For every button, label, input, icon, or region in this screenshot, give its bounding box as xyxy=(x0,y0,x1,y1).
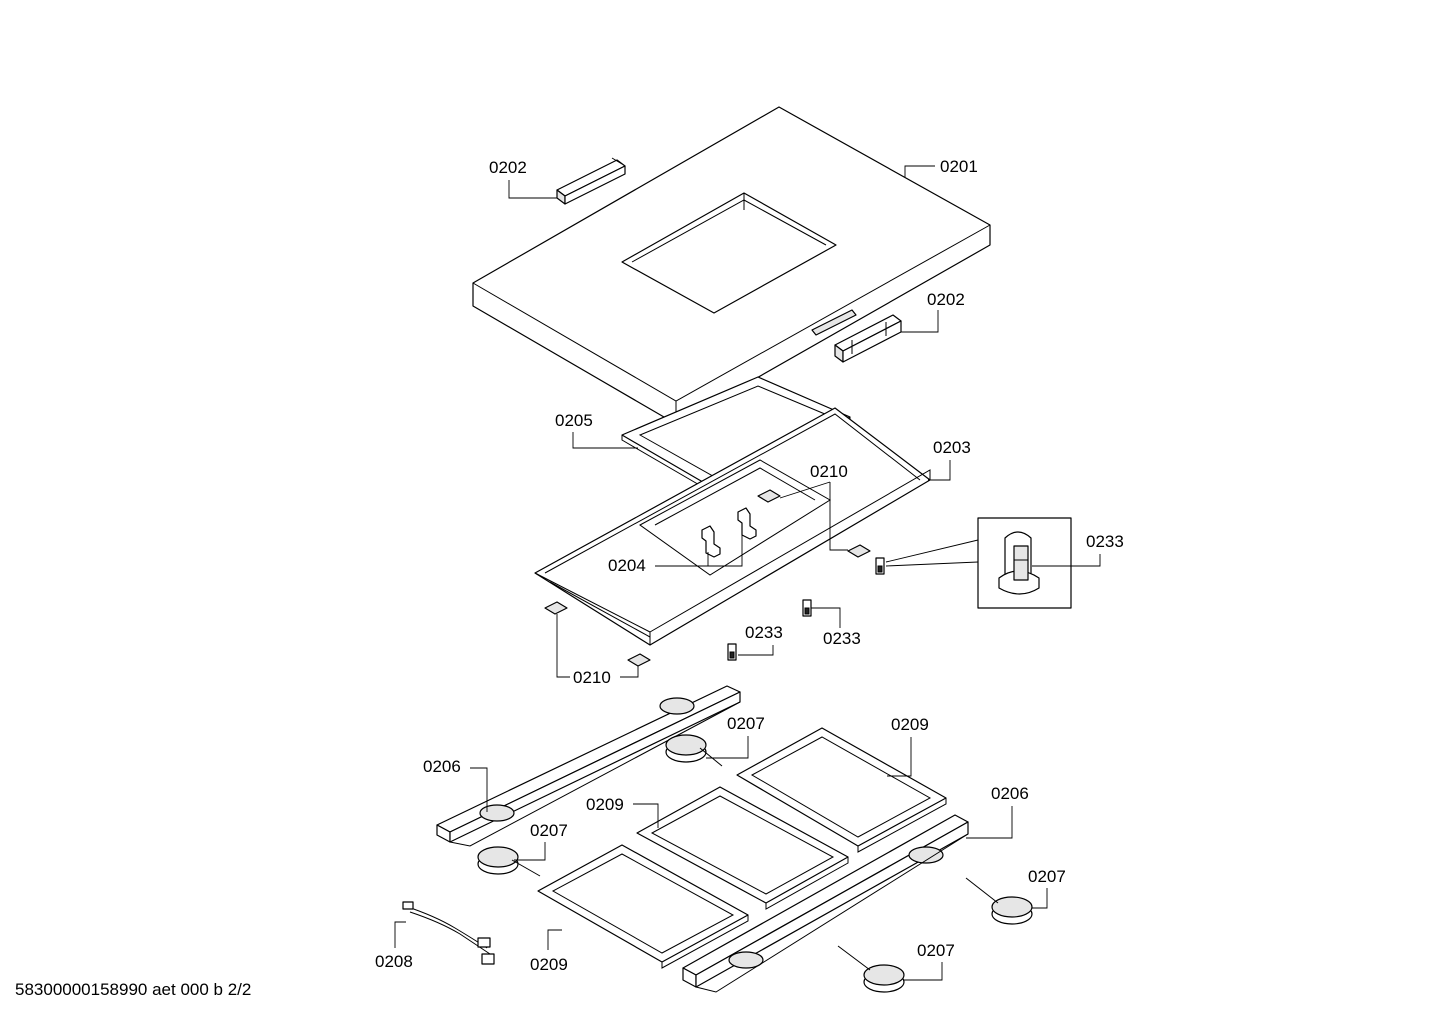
part-0207-knob-left xyxy=(477,846,541,877)
label-0210-lower: 0210 xyxy=(573,668,611,687)
label-0202-lower: 0202 xyxy=(927,290,965,309)
label-0209-right: 0209 xyxy=(891,715,929,734)
part-0202-clip-lower xyxy=(834,314,902,363)
label-0207-right: 0207 xyxy=(1028,867,1066,886)
part-0201-hood-body xyxy=(472,106,991,425)
part-0202-clip-upper xyxy=(556,157,626,205)
label-0201: 0201 xyxy=(940,157,978,176)
part-0207-knob-right xyxy=(965,877,1033,925)
label-0203: 0203 xyxy=(933,438,971,457)
part-0209-filter-left xyxy=(537,844,749,969)
label-0202-upper: 0202 xyxy=(489,158,527,177)
label-0233-left: 0233 xyxy=(745,623,783,642)
label-0207-left: 0207 xyxy=(530,821,568,840)
leader-lines xyxy=(394,165,1101,981)
label-0233-right: 0233 xyxy=(823,629,861,648)
part-0206-strip-left xyxy=(436,685,741,847)
part-0209-filter-right xyxy=(736,727,947,853)
label-0209-middle: 0209 xyxy=(586,795,624,814)
label-0206-left: 0206 xyxy=(423,757,461,776)
label-0208: 0208 xyxy=(375,952,413,971)
label-0204: 0204 xyxy=(608,556,646,575)
label-0233-detail: 0233 xyxy=(1086,532,1124,551)
part-0207-knob-top xyxy=(665,734,723,767)
part-0233-detail-box xyxy=(885,517,1072,609)
part-0204-hooks xyxy=(701,507,757,558)
label-0205: 0205 xyxy=(555,411,593,430)
document-footer-id: 58300000158990 aet 000 b 2/2 xyxy=(15,980,252,999)
part-0208-cable-harness xyxy=(402,901,495,965)
part-0207-knob-bottom xyxy=(837,945,905,993)
label-0207-top: 0207 xyxy=(727,714,765,733)
part-labels: 0201 0202 0202 0205 0203 0210 0204 0233 … xyxy=(375,157,1124,974)
part-0210-pads xyxy=(544,489,871,667)
part-0233-clips xyxy=(727,557,885,661)
label-0210-upper: 0210 xyxy=(810,462,848,481)
label-0207-bottom: 0207 xyxy=(917,941,955,960)
part-0209-filter-middle xyxy=(636,786,849,910)
label-0209-left: 0209 xyxy=(530,955,568,974)
label-0206-right: 0206 xyxy=(991,784,1029,803)
part-0206-strip-right xyxy=(682,814,969,993)
